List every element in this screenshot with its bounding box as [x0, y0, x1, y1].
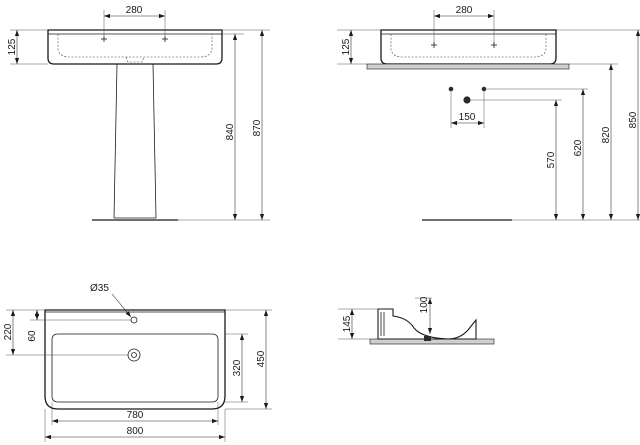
section-countertop	[369, 338, 495, 345]
front-basin-outline	[47, 29, 223, 65]
section-dim-100: 100	[419, 296, 430, 313]
side-dim-620: 620	[573, 139, 584, 156]
front-dim-total-1: 840	[225, 123, 236, 140]
plan-basin-outline	[44, 309, 226, 410]
front-bowl-hidden	[57, 34, 213, 58]
side-dim-holes: 280	[456, 5, 473, 16]
side-dim-pipes: 150	[459, 112, 476, 123]
plan-dim-450: 450	[256, 350, 267, 367]
plan-hole-leader	[111, 293, 132, 318]
plan-tap-hole	[130, 316, 138, 324]
section-view: 145 100	[338, 296, 495, 345]
side-dim-820: 820	[601, 126, 612, 143]
plan-dim-220: 220	[3, 323, 14, 340]
plan-dim-780: 780	[127, 410, 144, 421]
plan-dim-800: 800	[127, 426, 144, 437]
front-pedestal	[113, 63, 157, 219]
section-waste	[424, 336, 431, 341]
plan-dim-hole-dia: Ø35	[90, 283, 109, 294]
side-basin-outline	[380, 29, 557, 65]
side-dim-850: 850	[628, 111, 639, 128]
plan-dim-320: 320	[232, 359, 243, 376]
side-mount-plate	[366, 63, 570, 70]
section-basin-wall	[380, 312, 385, 336]
side-dim-bowl-height: 125	[341, 38, 352, 55]
plan-waste-outer	[127, 348, 141, 362]
side-waste-pipe	[463, 96, 471, 104]
front-dim-total-2: 870	[252, 119, 263, 136]
side-view: 280 125 150 570 620 820 850	[337, 5, 640, 221]
plan-dim-60: 60	[27, 330, 38, 342]
front-dim-bowl-height: 125	[7, 38, 18, 55]
front-dim-holes: 280	[126, 5, 143, 16]
side-dim-570: 570	[546, 151, 557, 168]
plan-view: Ø35 220 60 320 450 780 800	[3, 283, 272, 442]
plan-bowl-outline	[51, 333, 219, 403]
side-bowl-hidden	[390, 34, 547, 58]
section-basin-body	[377, 308, 477, 340]
plan-waste-inner	[131, 352, 137, 358]
front-waste-hidden	[125, 56, 145, 63]
front-view: 280 125 840 870	[7, 5, 270, 221]
section-dim-145: 145	[342, 315, 353, 332]
